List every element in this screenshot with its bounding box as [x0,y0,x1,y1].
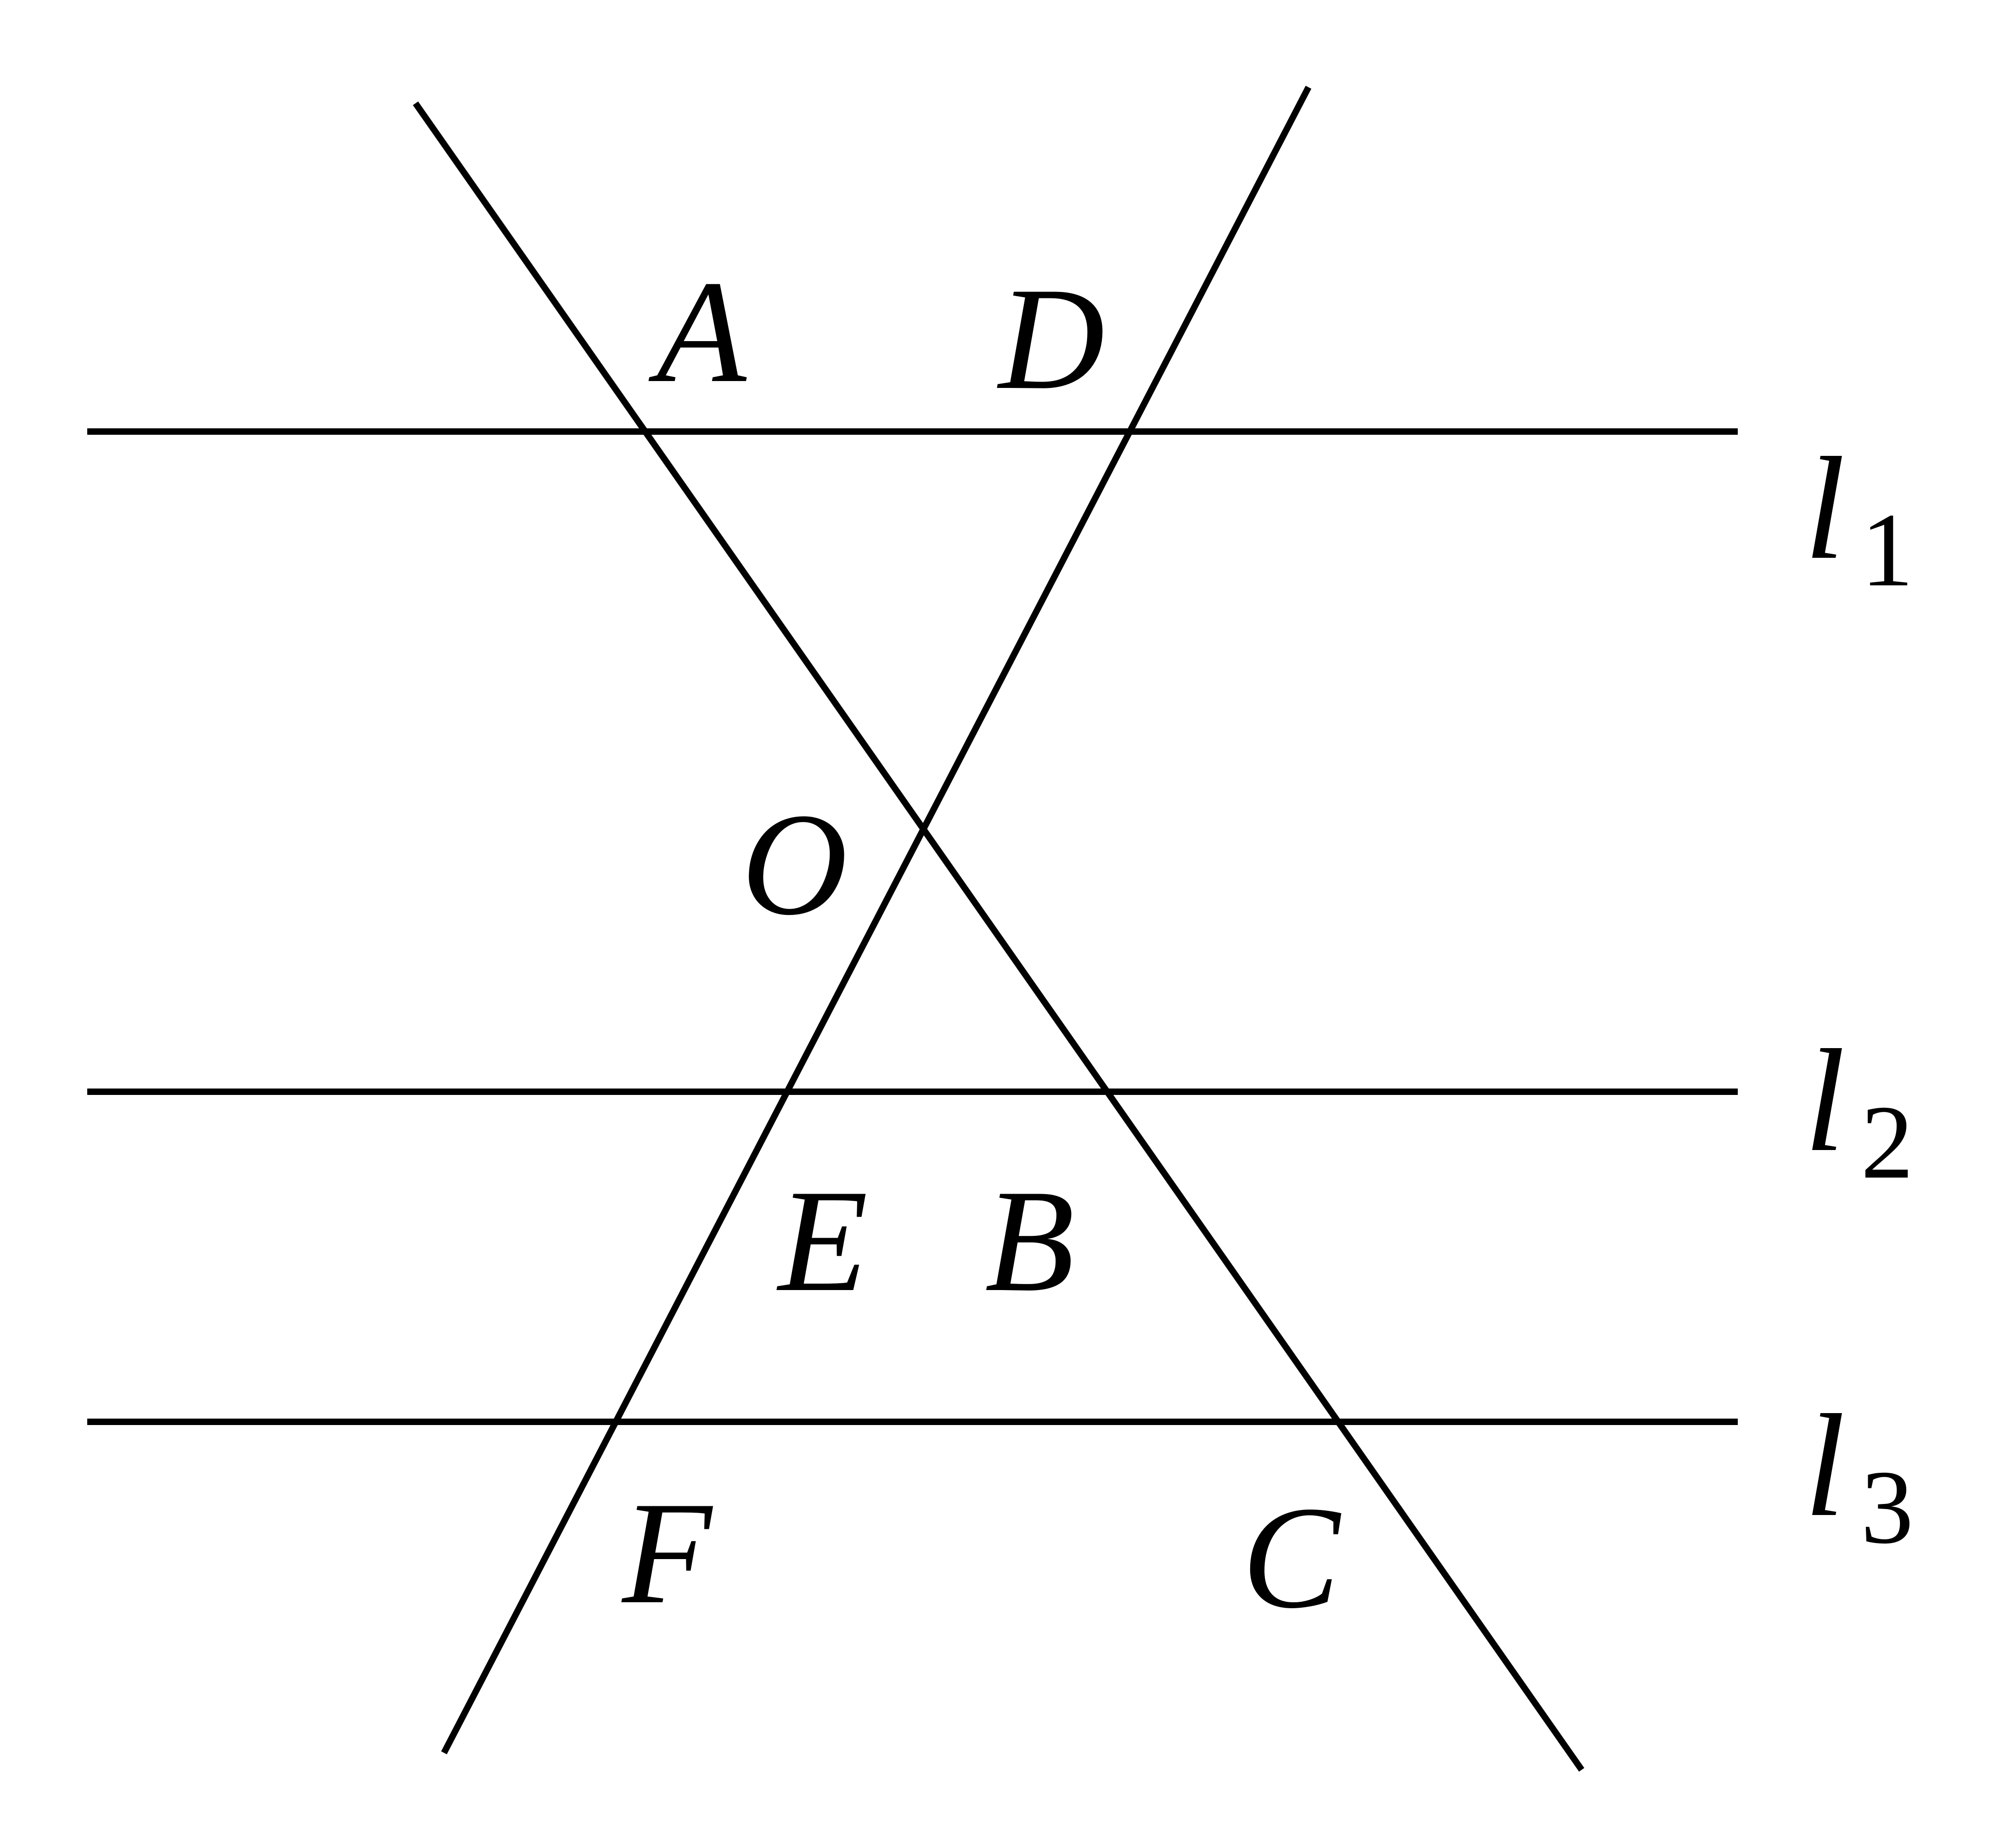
transversal-dof [441,85,1312,1755]
line-label-l3-sub: 3 [1861,1448,1914,1566]
point-label-d: D [996,258,1105,420]
line-label-l1: l 1 [1804,427,1914,608]
line-label-l2: l 2 [1804,1020,1914,1201]
line-label-l3: l 3 [1804,1385,1914,1566]
line-label-l1-sub: 1 [1861,491,1914,608]
point-label-f: F [620,1472,714,1634]
line-label-l2-letter: l [1804,1020,1845,1182]
point-label-a: A [647,251,748,413]
point-label-o: O [741,783,848,946]
point-label-e: E [776,1160,868,1322]
line-label-l3-letter: l [1804,1385,1845,1547]
point-label-c: C [1242,1476,1343,1639]
point-label-b: B [985,1160,1074,1322]
line-label-l1-letter: l [1804,427,1845,590]
transversal-aoc [413,101,1584,1772]
line-label-l2-sub: 2 [1861,1083,1914,1201]
